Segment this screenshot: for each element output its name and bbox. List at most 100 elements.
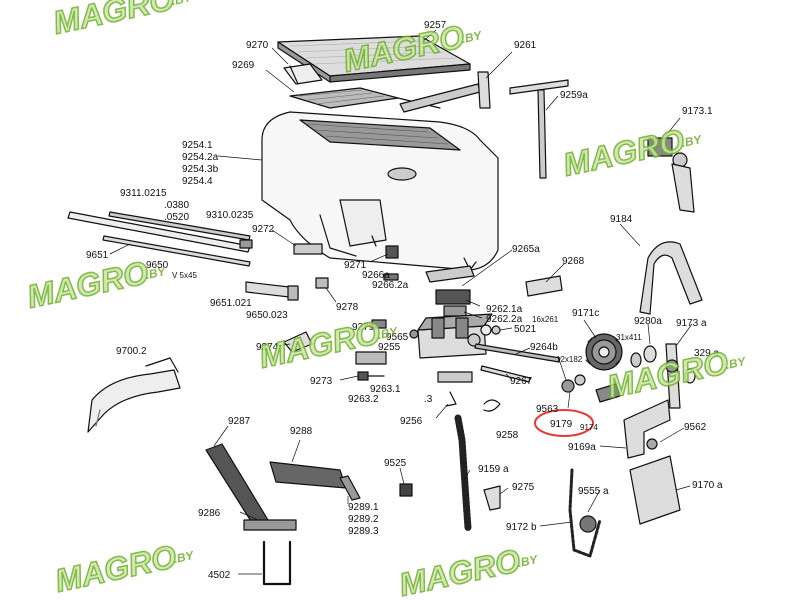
label-9159a[interactable]: 9159 a bbox=[478, 464, 509, 475]
label-31x411[interactable]: 31x411 bbox=[616, 333, 642, 342]
part-9268 bbox=[525, 275, 563, 297]
label-3[interactable]: .3 bbox=[424, 394, 433, 405]
part-9279 bbox=[371, 319, 387, 329]
part-9271 bbox=[385, 245, 399, 259]
label-9262-2a[interactable]: 9262.2a bbox=[486, 314, 523, 325]
label-9171c[interactable]: 9171c bbox=[572, 308, 599, 319]
label-9263-2[interactable]: 9263.2 bbox=[348, 394, 379, 405]
part-9173-1-bracket bbox=[647, 137, 695, 213]
label-9310-0235[interactable]: 9310.0235 bbox=[206, 210, 254, 221]
part-9700-2-shield bbox=[87, 357, 181, 433]
label-9289-3[interactable]: 9289.3 bbox=[348, 526, 379, 537]
label-9700-2[interactable]: 9700.2 bbox=[116, 346, 147, 357]
part-9287-handle bbox=[205, 443, 297, 531]
part-9261-bracket bbox=[399, 71, 491, 113]
label-9265a[interactable]: 9265a bbox=[512, 244, 540, 255]
label-9259a[interactable]: 9259a bbox=[560, 90, 588, 101]
part-9565 bbox=[409, 329, 419, 339]
label-0520[interactable]: .0520 bbox=[164, 212, 189, 223]
label-9173a[interactable]: 9173 a bbox=[676, 318, 707, 329]
label-9288[interactable]: 9288 bbox=[290, 426, 313, 437]
label-9262-1a[interactable]: 9262.1a bbox=[486, 304, 523, 315]
label-9254-1[interactable]: 9254.1 bbox=[182, 140, 213, 151]
label-9287[interactable]: 9287 bbox=[228, 416, 251, 427]
label-9261[interactable]: 9261 bbox=[514, 40, 537, 51]
label-9289-1[interactable]: 9289.1 bbox=[348, 502, 379, 513]
label-9174[interactable]: 9174 bbox=[580, 423, 598, 432]
label-9179[interactable]: 9179 bbox=[550, 419, 573, 430]
label-9275[interactable]: 9275 bbox=[512, 482, 535, 493]
label-12x182[interactable]: 12x182 bbox=[556, 355, 583, 364]
label-9267[interactable]: 9267 bbox=[510, 376, 533, 387]
svg-text:.BY: .BY bbox=[724, 354, 747, 372]
label-9169a[interactable]: 9169a bbox=[568, 442, 596, 453]
label-9278[interactable]: 9278 bbox=[336, 302, 359, 313]
label-9650[interactable]: 9650 bbox=[146, 260, 169, 271]
label-9256[interactable]: 9256 bbox=[400, 416, 423, 427]
label-9311-0215[interactable]: 9311.0215 bbox=[120, 188, 167, 199]
label-329a[interactable]: 329 a bbox=[694, 348, 719, 359]
part-9267-rod bbox=[480, 365, 531, 383]
part-9273-bolt bbox=[357, 371, 385, 381]
label-9286[interactable]: 9286 bbox=[198, 508, 221, 519]
svg-text:.BY: .BY bbox=[680, 132, 703, 150]
label-5021[interactable]: 5021 bbox=[514, 324, 537, 335]
part-9170a bbox=[629, 455, 681, 525]
part-9270-bracket bbox=[283, 63, 323, 85]
part-9272 bbox=[293, 243, 323, 255]
label-9184[interactable]: 9184 bbox=[610, 214, 633, 225]
label-9650-023[interactable]: 9650.023 bbox=[246, 310, 288, 321]
label-9273[interactable]: 9273 bbox=[310, 376, 333, 387]
part-9184-arch bbox=[639, 241, 703, 315]
label-9562[interactable]: 9562 bbox=[684, 422, 707, 433]
label-9172b[interactable]: 9172 b bbox=[506, 522, 537, 533]
label-9254-3b[interactable]: 9254.3b bbox=[182, 164, 219, 175]
label-9170a[interactable]: 9170 a bbox=[692, 480, 723, 491]
label-9270[interactable]: 9270 bbox=[246, 40, 269, 51]
svg-text:MAGRO: MAGRO bbox=[396, 542, 524, 600]
part-labels: 9257 9270 9261 9269 9259a 9173.1 9254.1 … bbox=[86, 20, 723, 581]
label-9280a[interactable]: 9280a bbox=[634, 316, 662, 327]
label-9258[interactable]: 9258 bbox=[496, 430, 519, 441]
label-9173-1[interactable]: 9173.1 bbox=[682, 106, 713, 117]
label-9651-021[interactable]: 9651.021 bbox=[210, 298, 252, 309]
part-9256-clip bbox=[445, 391, 457, 407]
part-9172b-chain bbox=[568, 468, 602, 558]
label-9563[interactable]: 9563 bbox=[536, 404, 559, 415]
label-9279[interactable]: 9279 bbox=[352, 322, 375, 333]
part-9288-lever bbox=[269, 461, 361, 501]
label-9254-4[interactable]: 9254.4 bbox=[182, 176, 213, 187]
label-0380[interactable]: .0380 bbox=[164, 200, 189, 211]
label-9264b[interactable]: 9264b bbox=[530, 342, 558, 353]
svg-text:.BY: .BY bbox=[460, 28, 483, 46]
part-9171c-sprocket bbox=[585, 333, 623, 371]
label-9555a[interactable]: 9555 a bbox=[578, 486, 609, 497]
label-16x261[interactable]: 16x261 bbox=[532, 315, 559, 324]
part-9651-021-bar bbox=[245, 281, 299, 301]
label-9651[interactable]: 9651 bbox=[86, 250, 109, 261]
label-9254-2a[interactable]: 9254.2a bbox=[182, 152, 219, 163]
part-4502-ubolt bbox=[262, 540, 292, 586]
label-9289-2[interactable]: 9289.2 bbox=[348, 514, 379, 525]
label-9272[interactable]: 9272 bbox=[252, 224, 275, 235]
label-9565[interactable]: 9565 bbox=[386, 332, 409, 343]
label-9266a[interactable]: 9266a bbox=[362, 270, 390, 281]
part-9265a bbox=[425, 265, 475, 283]
label-9263-1[interactable]: 9263.1 bbox=[370, 384, 401, 395]
part-329a bbox=[684, 368, 696, 384]
label-v5x45[interactable]: V 5x45 bbox=[172, 271, 197, 280]
label-9255[interactable]: 9255 bbox=[378, 342, 401, 353]
label-4502[interactable]: 4502 bbox=[208, 570, 231, 581]
part-9255-housing bbox=[417, 313, 493, 359]
label-9269[interactable]: 9269 bbox=[232, 60, 255, 71]
part-hopper-body bbox=[261, 111, 499, 271]
svg-text:MAGRO: MAGRO bbox=[50, 0, 178, 41]
label-9257[interactable]: 9257 bbox=[424, 20, 447, 31]
label-9266-2a[interactable]: 9266.2a bbox=[372, 280, 409, 291]
label-9268[interactable]: 9268 bbox=[562, 256, 585, 267]
label-9274[interactable]: 9274 bbox=[256, 342, 279, 353]
label-9525[interactable]: 9525 bbox=[384, 458, 407, 469]
part-9174 bbox=[595, 383, 621, 403]
label-9271[interactable]: 9271 bbox=[344, 260, 367, 271]
